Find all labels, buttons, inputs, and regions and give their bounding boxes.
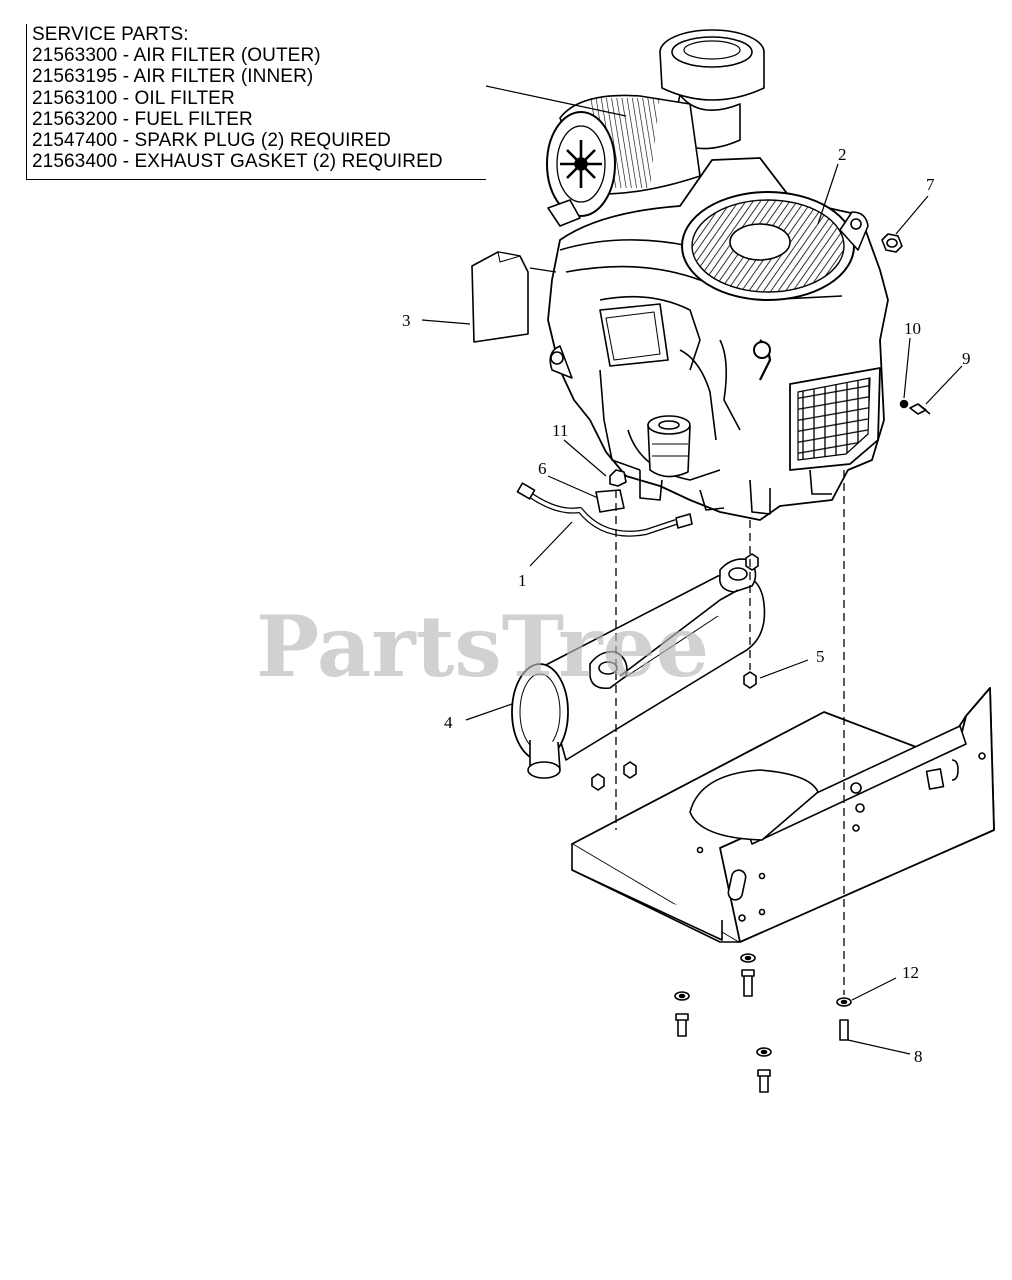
callout-3: 3 — [402, 311, 411, 330]
oil-filter — [647, 415, 691, 478]
callout-6: 6 — [538, 459, 547, 478]
service-parts-heading: SERVICE PARTS: — [32, 24, 189, 45]
service-part-item: 21563400 - EXHAUST GASKET (2) REQUIRED — [32, 151, 443, 173]
callout-5: 5 — [816, 647, 825, 666]
service-part-item: 21563200 - FUEL FILTER — [32, 108, 253, 130]
leader-lines — [421, 85, 963, 1055]
part-7-nut — [881, 233, 903, 253]
service-part-item: 21563100 - OIL FILTER — [32, 87, 235, 109]
service-part-item: 21563195 - AIR FILTER (INNER) — [32, 66, 314, 88]
bottom-hardware — [674, 953, 852, 1093]
small-parts — [471, 233, 995, 1093]
callout-4: 4 — [444, 713, 453, 732]
air-filter-assembly — [546, 29, 765, 227]
engine-mounting-plate — [571, 687, 995, 943]
callout-1: 1 — [518, 571, 527, 590]
callout-labels: 1 2 3 4 5 6 7 8 9 10 11 12 — [402, 145, 971, 1066]
service-part-item: 21563300 - AIR FILTER (OUTER) — [32, 45, 321, 67]
callout-9: 9 — [962, 349, 971, 368]
callout-8: 8 — [914, 1047, 923, 1066]
part-11-nut — [609, 469, 627, 487]
service-parts-box: SERVICE PARTS: 21563300 - AIR FILTER (OU… — [26, 24, 486, 180]
callout-2: 2 — [838, 145, 847, 164]
part-4-muffler — [511, 558, 766, 779]
part-6-clamp — [595, 489, 625, 513]
partstree-watermark: PartsTree — [256, 597, 709, 696]
engine-grille-guard — [789, 367, 881, 471]
callout-10: 10 — [904, 319, 921, 338]
part-3-heat-shield — [471, 251, 529, 343]
service-part-item: 21547400 - SPARK PLUG (2) REQUIRED — [32, 130, 391, 152]
flywheel-fan — [681, 191, 855, 301]
alignment-lines — [615, 470, 845, 995]
part-1-fuel-line — [516, 482, 693, 537]
callout-11: 11 — [552, 421, 568, 440]
callout-12: 12 — [902, 963, 919, 982]
part-5-nut — [743, 671, 757, 689]
part-9-bolt — [909, 403, 931, 415]
part-10-washer — [899, 399, 909, 409]
part-8-bolt — [839, 1019, 849, 1041]
callout-7: 7 — [926, 175, 935, 194]
engine-assembly — [546, 29, 889, 521]
